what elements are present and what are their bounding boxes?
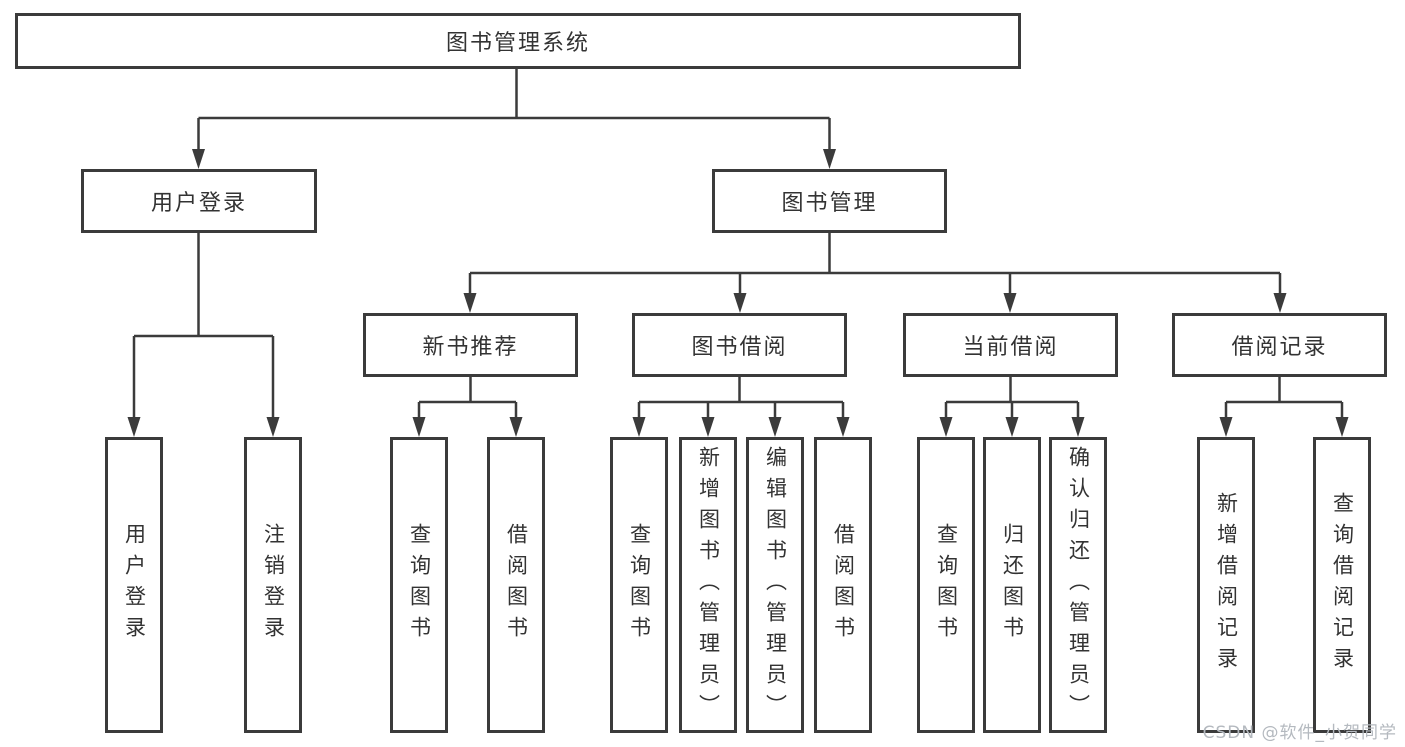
arrow-down-icon — [266, 417, 280, 437]
leaf-query-books-current-label: 查询图书 — [934, 523, 959, 647]
connector-newbooks-to-leaves — [417, 377, 518, 418]
node-root-label: 图书管理系统 — [445, 31, 590, 56]
leaf-confirm-return-admin-label: 确认归还（管理员） — [1066, 445, 1091, 725]
node-new-book-recommend-label: 新书推荐 — [422, 335, 519, 360]
arrow-down-icon — [463, 293, 477, 313]
leaf-borrow-books-recommend: 借阅图书 — [487, 437, 545, 733]
leaf-query-books-borrow: 查询图书 — [610, 437, 668, 733]
leaf-user-login-label: 用户登录 — [122, 523, 147, 647]
node-borrow-records-label: 借阅记录 — [1231, 335, 1328, 360]
leaf-return-books: 归还图书 — [983, 437, 1041, 733]
arrow-down-icon — [733, 293, 747, 313]
arrow-down-icon — [192, 149, 205, 169]
arrow-down-icon — [127, 417, 141, 437]
connector-borrowrecords-to-leaves — [1224, 377, 1344, 418]
leaf-borrow-books-label: 借阅图书 — [831, 523, 856, 647]
leaf-query-borrow-record-label: 查询借阅记录 — [1330, 492, 1355, 678]
node-book-borrow-label: 图书借阅 — [691, 335, 788, 360]
arrow-down-icon — [1335, 417, 1349, 437]
arrow-down-icon — [701, 417, 715, 437]
leaf-query-borrow-record: 查询借阅记录 — [1313, 437, 1371, 733]
connector-userlogin-to-leaves — [132, 233, 275, 418]
csdn-watermark: CSDN @软件_小贺同学 — [1202, 723, 1397, 743]
node-book-management-label: 图书管理 — [781, 191, 878, 216]
leaf-confirm-return-admin: 确认归还（管理员） — [1049, 437, 1107, 733]
leaf-add-borrow-record-label: 新增借阅记录 — [1214, 492, 1239, 678]
arrow-down-icon — [1003, 293, 1017, 313]
leaf-query-books-recommend: 查询图书 — [390, 437, 448, 733]
leaf-logout: 注销登录 — [244, 437, 302, 733]
leaf-add-borrow-record: 新增借阅记录 — [1197, 437, 1255, 733]
leaf-borrow-books: 借阅图书 — [814, 437, 872, 733]
leaf-query-books-current: 查询图书 — [917, 437, 975, 733]
arrow-down-icon — [823, 149, 836, 169]
leaf-user-login: 用户登录 — [105, 437, 163, 733]
leaf-edit-books-admin-label: 编辑图书（管理员） — [763, 445, 788, 725]
arrow-down-icon — [509, 417, 523, 437]
node-book-management: 图书管理 — [712, 169, 947, 233]
connector-bookmgmt-to-level3 — [468, 232, 1282, 294]
connector-currentborrow-to-leaves — [944, 377, 1080, 418]
leaf-query-books-recommend-label: 查询图书 — [407, 523, 432, 647]
leaf-logout-label: 注销登录 — [261, 523, 286, 647]
arrow-down-icon — [939, 417, 953, 437]
node-current-borrow: 当前借阅 — [903, 313, 1118, 377]
leaf-add-books-admin: 新增图书（管理员） — [679, 437, 737, 733]
arrow-down-icon — [1273, 293, 1287, 313]
connector-root-to-level2 — [197, 69, 831, 150]
arrow-down-icon — [1071, 417, 1085, 437]
node-user-login: 用户登录 — [81, 169, 317, 233]
leaf-return-books-label: 归还图书 — [1000, 523, 1025, 647]
leaf-query-books-borrow-label: 查询图书 — [627, 523, 652, 647]
leaf-borrow-books-recommend-label: 借阅图书 — [504, 523, 529, 647]
node-book-borrow: 图书借阅 — [632, 313, 847, 377]
arrow-down-icon — [1005, 417, 1019, 437]
leaf-add-books-admin-label: 新增图书（管理员） — [696, 445, 721, 725]
node-root: 图书管理系统 — [15, 13, 1021, 69]
arrow-down-icon — [768, 417, 782, 437]
arrow-down-icon — [632, 417, 646, 437]
node-borrow-records: 借阅记录 — [1172, 313, 1387, 377]
leaf-edit-books-admin: 编辑图书（管理员） — [746, 437, 804, 733]
node-new-book-recommend: 新书推荐 — [363, 313, 578, 377]
node-user-login-label: 用户登录 — [150, 191, 247, 216]
node-current-borrow-label: 当前借阅 — [962, 335, 1059, 360]
arrow-down-icon — [412, 417, 426, 437]
connector-bookborrow-to-leaves — [637, 377, 845, 418]
arrow-down-icon — [1219, 417, 1233, 437]
arrow-down-icon — [836, 417, 850, 437]
